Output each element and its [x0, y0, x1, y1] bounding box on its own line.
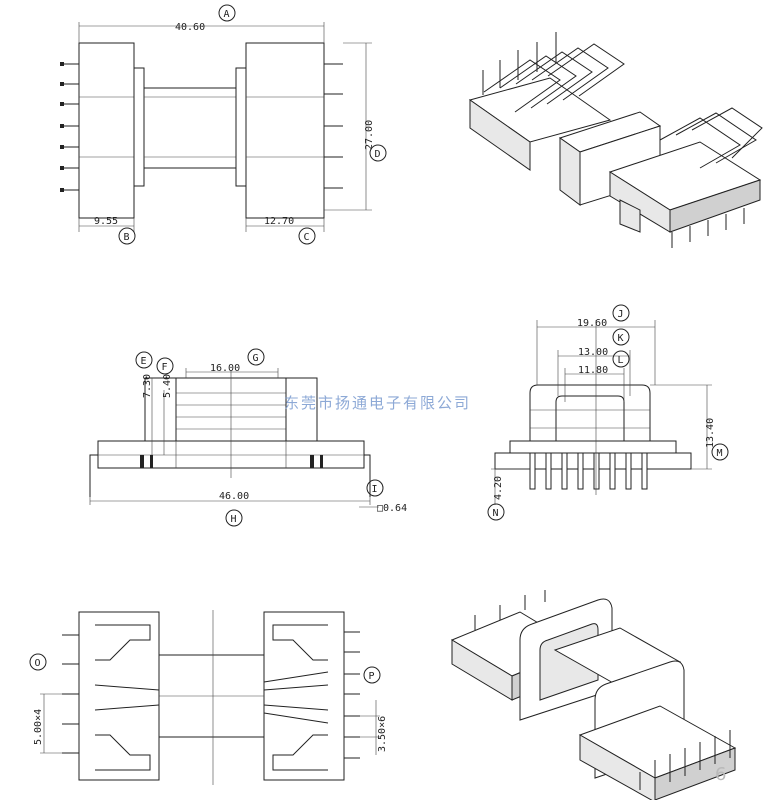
svg-text:G: G [253, 353, 259, 364]
svg-text:K: K [618, 333, 624, 344]
dim-12-70: 12.70 [264, 216, 294, 227]
dim-5-40: 5.40 [162, 374, 173, 398]
dim-11-80: 11.80 [578, 365, 608, 376]
marker-a: A [218, 4, 236, 22]
marker-j: J [612, 304, 630, 322]
marker-e: E [135, 351, 153, 369]
marker-n: N [487, 503, 505, 521]
svg-text:D: D [375, 149, 381, 160]
dim-3-50x6: 3.50×6 [377, 716, 388, 752]
dim-0-64: □0.64 [377, 503, 407, 514]
marker-h: H [225, 509, 243, 527]
marker-k: K [612, 328, 630, 346]
marker-g: G [247, 348, 265, 366]
svg-text:P: P [369, 671, 375, 682]
dim-9-55: 9.55 [94, 216, 118, 227]
svg-text:E: E [141, 356, 147, 367]
isometric-view-bottom [450, 590, 737, 803]
side-view: 19.60 J 13.00 K 11.80 L 13.40 M [487, 304, 729, 521]
dim-46-00: 46.00 [219, 491, 249, 502]
marker-f: F [156, 357, 174, 375]
dim-16-00: 16.00 [210, 363, 240, 374]
front-view: 16.00 G 7.30 5.40 E F 46.00 H □0.64 [89, 348, 407, 527]
svg-text:O: O [35, 658, 41, 669]
dim-13-00: 13.00 [578, 347, 608, 358]
top-view: 40.60 A 9.55 B 12.70 C 27.00 D [60, 4, 387, 245]
dim-5-00x4: 5.00×4 [33, 709, 44, 745]
dim-4-20: 4.20 [493, 476, 504, 500]
marker-l: L [612, 350, 630, 368]
marker-i: I [366, 479, 384, 497]
svg-text:F: F [162, 362, 168, 373]
svg-text:B: B [124, 232, 130, 243]
svg-text:M: M [717, 448, 723, 459]
dim-27-00: 27.00 [364, 120, 375, 150]
dim-19-60: 19.60 [577, 318, 607, 329]
bottom-view: 5.00×4 O 3.50×6 P [29, 610, 388, 785]
svg-text:I: I [372, 484, 378, 495]
marker-m: M [711, 443, 729, 461]
marker-c: C [298, 227, 316, 245]
page-number: 6 [715, 764, 726, 785]
svg-text:A: A [224, 9, 230, 20]
marker-o: O [29, 653, 47, 671]
company-watermark: 东莞市扬通电子有限公司 [284, 394, 471, 412]
marker-p: P [363, 666, 381, 684]
dim-40-60: 40.60 [175, 22, 205, 33]
dim-7-30: 7.30 [142, 374, 153, 398]
dim-13-40: 13.40 [705, 418, 716, 448]
marker-d: D [369, 144, 387, 162]
marker-b: B [118, 227, 136, 245]
svg-text:N: N [493, 508, 499, 519]
svg-text:J: J [618, 309, 624, 320]
isometric-view-top [468, 32, 763, 248]
svg-text:L: L [618, 355, 624, 366]
svg-text:H: H [231, 514, 237, 525]
svg-text:C: C [304, 232, 310, 243]
